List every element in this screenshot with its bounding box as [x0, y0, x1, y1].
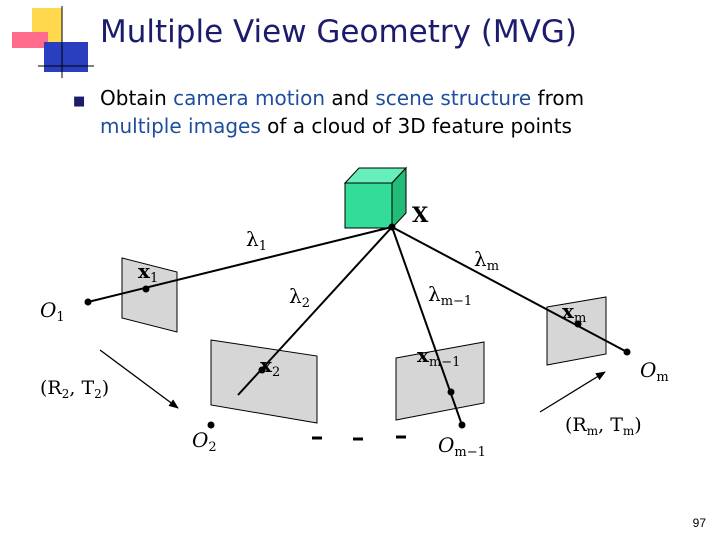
logo-squares [12, 6, 94, 78]
motion-arrow-left [99, 349, 179, 409]
point-xm-1 [447, 388, 455, 396]
image-plane-2 [210, 339, 318, 424]
bullet-word-4: of a cloud of 3D feature points [260, 114, 572, 138]
label-x1: x1 [138, 259, 158, 286]
motion-arrow-right [539, 371, 606, 413]
label-pose-2: (R2, T2) [40, 377, 109, 401]
point-Om [623, 348, 631, 356]
bullet-word-1: Obtain [100, 86, 174, 110]
label-lambda-2: λ2 [289, 284, 310, 311]
bullet-highlight-camera-motion: camera motion [173, 86, 326, 110]
label-lambda-m: λm [474, 247, 499, 274]
label-xm-1: xm−1 [417, 343, 460, 370]
point-O2 [207, 421, 215, 429]
bullet-highlight-scene-structure: scene structure [375, 86, 532, 110]
label-pose-m: (Rm, Tm) [565, 414, 642, 438]
bullet-highlight-multiple-images: multiple images [100, 114, 261, 138]
bullet-word-2: and [325, 86, 376, 110]
point-xm [574, 320, 582, 328]
bullet-text: Obtain camera motion and scene structure… [100, 84, 700, 140]
ray-m [391, 226, 628, 353]
image-plane-m [546, 296, 607, 366]
point-x1 [142, 285, 150, 293]
label-O2: O2 [192, 428, 217, 455]
label-xm: xm [562, 299, 586, 326]
image-plane-m-1 [395, 341, 485, 421]
ray-1 [87, 226, 393, 303]
label-Om: Om [640, 358, 669, 385]
label-lambda-1: λ1 [246, 227, 267, 254]
label-x2: x2 [260, 353, 280, 380]
cube-icon [343, 166, 408, 230]
label-Om-1: Om−1 [438, 433, 486, 460]
bullet-word-3: from [531, 86, 585, 110]
label-X: X [412, 202, 429, 227]
bullet-icon: ■ [73, 94, 86, 109]
label-lambda-m-1: λm−1 [428, 282, 472, 309]
point-x2 [258, 366, 266, 374]
label-O1: O1 [40, 298, 65, 325]
point-Om-1 [458, 421, 466, 429]
point-O1 [84, 298, 92, 306]
image-plane-1 [121, 257, 178, 333]
slide-title: Multiple View Geometry (MVG) [100, 14, 578, 50]
point-X [388, 223, 396, 231]
slide-number: 97 [692, 516, 706, 530]
